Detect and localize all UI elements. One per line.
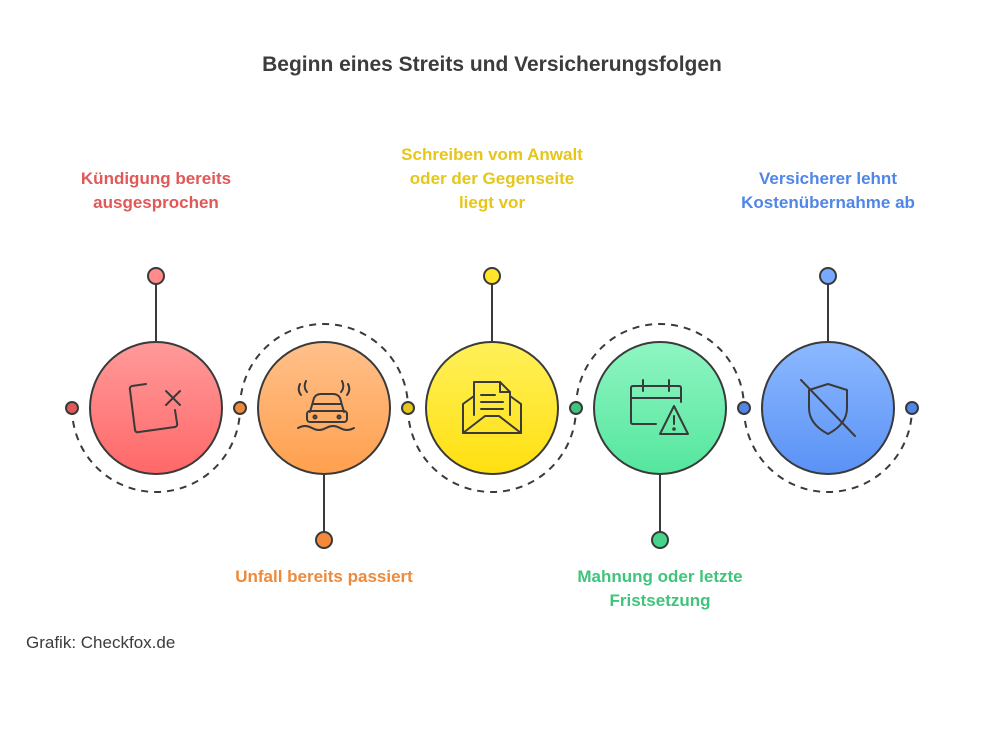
step-circle-1 [89,341,223,475]
step-circle-4 [593,341,727,475]
junction-dot [737,401,751,415]
junction-dot [401,401,415,415]
junction-dot [233,401,247,415]
stem-dot [147,267,165,285]
connector-arc [407,407,577,493]
cancelled-document-icon [128,383,181,434]
stem-dot [483,267,501,285]
stem-dot [651,531,669,549]
junction-dot [65,401,79,415]
step-label-2: Unfall bereits passiert [235,567,413,586]
step-label-3: Schreiben vom Anwalt oder der Gegenseite… [401,145,583,212]
page-title: Beginn eines Streits und Versicherungsfo… [262,53,722,76]
connector-arc [575,323,745,409]
junction-dot [905,401,919,415]
junction-dot [569,401,583,415]
letter-envelope-icon [462,381,522,434]
source-credit: Grafik: Checkfox.de [26,633,176,652]
stem-dot [315,531,333,549]
connector-arc [71,407,241,493]
step-circle-2 [257,341,391,475]
car-accident-icon [297,380,355,431]
connector-arc [239,323,409,409]
step-label-4: Mahnung oder letzte Fristsetzung [577,567,743,610]
connector-arc [743,407,913,493]
stem-dot [819,267,837,285]
step-label-5: Versicherer lehnt Kostenübernahme ab [741,169,915,212]
step-label-1: Kündigung bereits ausgesprochen [80,169,232,212]
calendar-warning-icon [630,379,689,435]
shield-off-icon [800,379,856,437]
